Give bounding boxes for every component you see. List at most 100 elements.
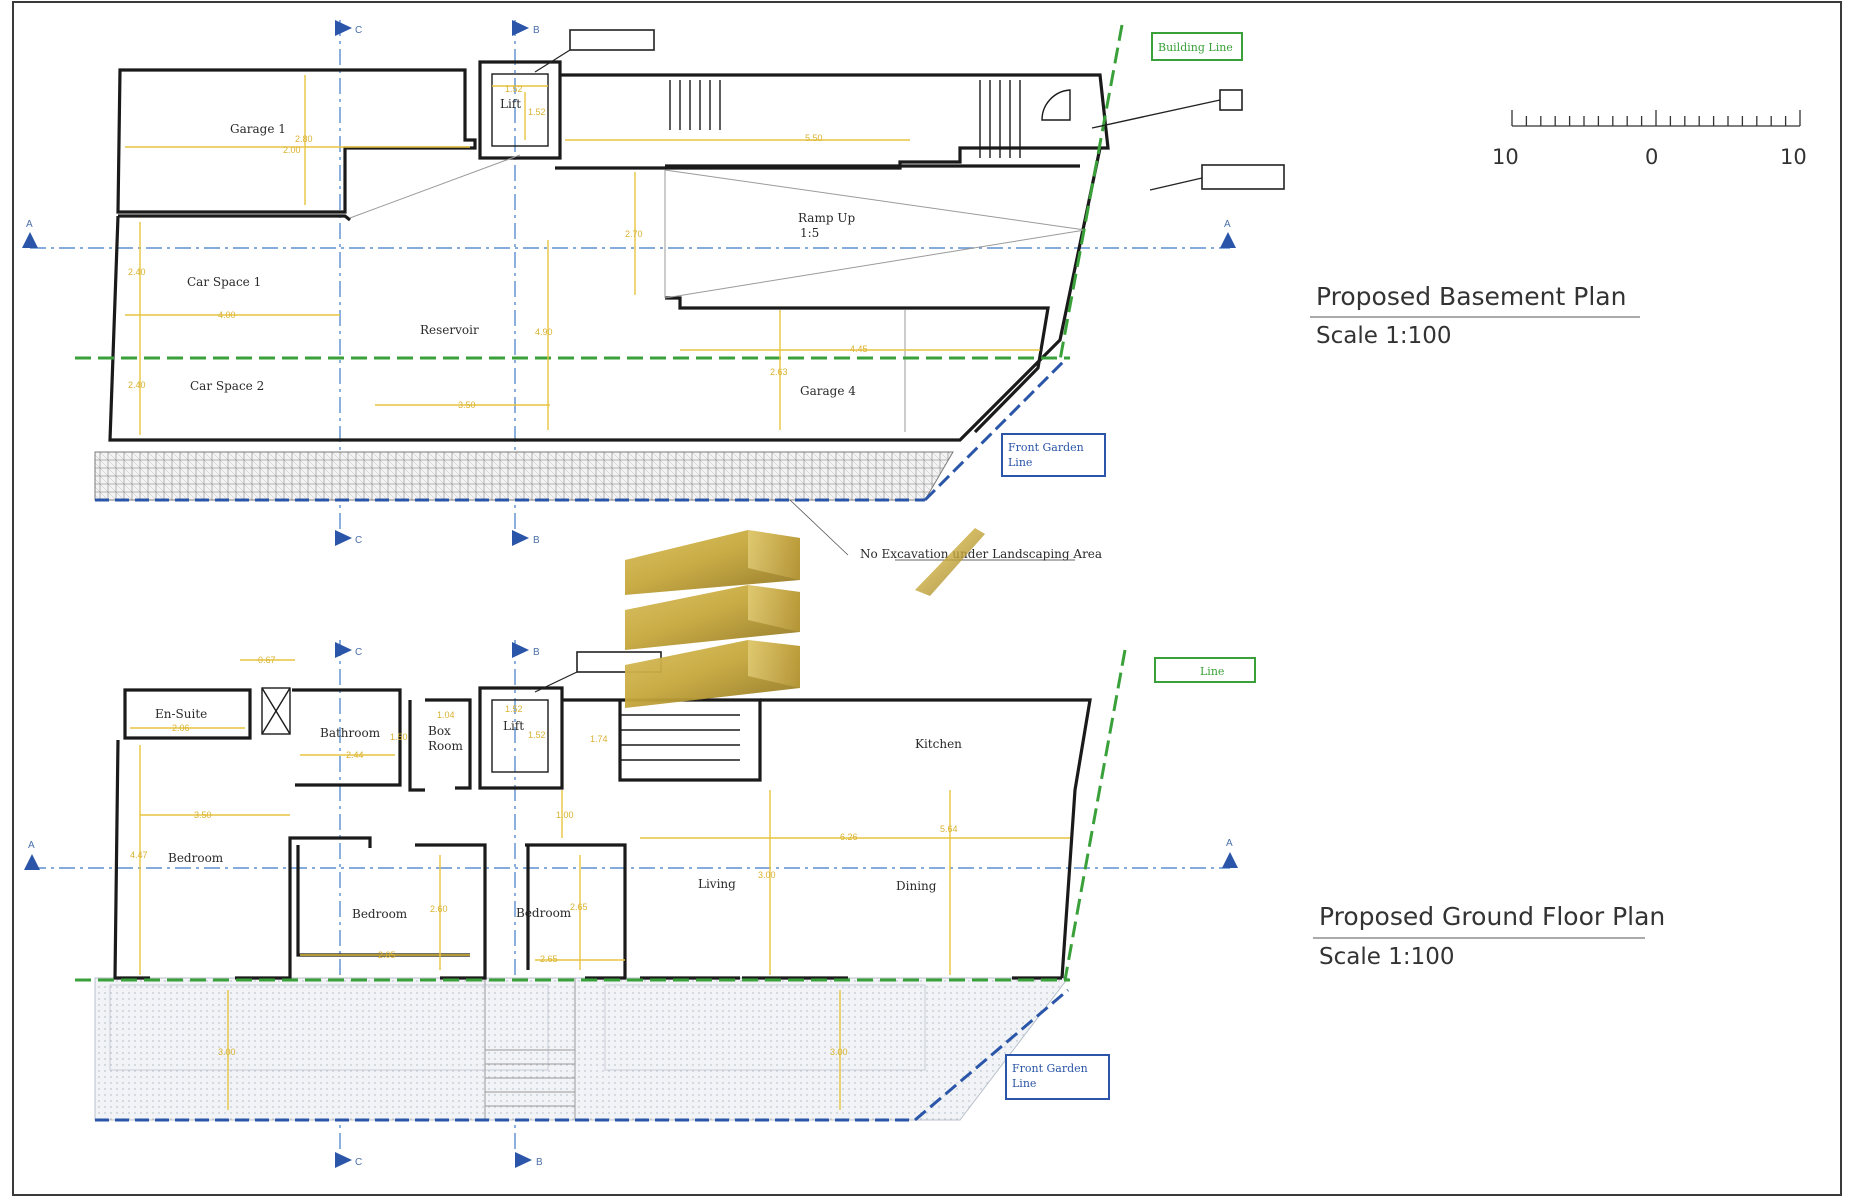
ground-dimensions (130, 659, 1070, 1110)
ground-stairs (619, 700, 740, 780)
building-line-vertical (1058, 24, 1124, 361)
excavation-note: No Excavation under Landscaping Area (860, 547, 1102, 561)
shaft (261, 687, 291, 735)
marker-arrow-b (515, 1152, 532, 1168)
dim-bedroom2-depth: 2.60 (430, 904, 448, 914)
marker-b: B (536, 1157, 543, 1168)
logo-watermark (625, 528, 985, 708)
front-garden-area (94, 977, 1070, 1121)
dim-ramp: 2.70 (625, 229, 643, 239)
ground-lower-walls (113, 739, 1062, 980)
building-line-vertical (1063, 649, 1127, 981)
room-bathroom: Bathroom (320, 726, 381, 740)
marker-b: B (533, 25, 540, 36)
garage-4-walls (665, 296, 1050, 434)
ramp-ratio: 1:5 (800, 226, 819, 240)
marker-arrow-c (335, 1152, 352, 1168)
dim-en-suite: 2.06 (172, 723, 190, 733)
marker-arrow-a (24, 854, 40, 870)
scale-bar-left: 10 (1492, 145, 1519, 169)
garage-1-walls (116, 68, 477, 214)
garden-bed-right (604, 984, 926, 1071)
lift-shaft-ground (478, 686, 564, 790)
garage-door-note-box (1201, 164, 1285, 190)
room-bedroom-3: Bedroom (516, 906, 572, 920)
marker-arrow-b (512, 642, 529, 658)
dim-bedroom1-depth: 4.47 (130, 850, 148, 860)
dim-car-length: 4.00 (218, 310, 236, 320)
paving-strip (94, 451, 954, 501)
dim-lift-width: 1.52 (505, 84, 523, 94)
dim-lift-depth: 1.52 (528, 107, 546, 117)
marker-c: C (355, 25, 362, 36)
dim-garage4-width: 4.45 (850, 344, 868, 354)
dim-bedroom3-depth: 2.65 (570, 902, 588, 912)
basement-outer-wall (108, 147, 1102, 442)
front-garden-label: Front Garden (1008, 441, 1084, 454)
ground-plan-title: Proposed Ground Floor Plan (1319, 902, 1665, 931)
lift-car (491, 73, 549, 147)
shaft-cross (261, 687, 291, 735)
marker-c: C (355, 535, 362, 546)
dim-box-room: 1.04 (437, 710, 455, 720)
marker-b: B (533, 647, 540, 658)
en-suite-walls (123, 688, 252, 740)
front-garden-line-label: Line (1008, 456, 1032, 469)
door-swing (1041, 89, 1071, 121)
dim-garden-left: 3.00 (218, 1047, 236, 1057)
dim-bedroom1-width: 3.50 (194, 810, 212, 820)
dim-living-dining: 6.26 (840, 832, 858, 842)
dim-gf-shaft: 0.67 (258, 655, 276, 665)
dim-garden-right: 3.00 (830, 1047, 848, 1057)
dim-car1-width: 2.40 (128, 267, 146, 277)
room-car-space-1: Car Space 1 (187, 275, 261, 289)
scale-bar: 10 0 10 (1492, 110, 1807, 169)
marker-a: A (28, 840, 35, 851)
note-leader (1091, 99, 1221, 129)
front-garden-box (1001, 433, 1106, 477)
basement-stairs (669, 80, 1021, 158)
dim-reservoir-height: 4.90 (535, 327, 553, 337)
dim-kitchen: 5.64 (940, 824, 958, 834)
dim-bathroom-height: 1.50 (390, 732, 408, 742)
room-garage-4: Garage 4 (800, 384, 856, 398)
room-car-space-2: Car Space 2 (190, 379, 264, 393)
room-lift-basement: Lift (500, 97, 521, 111)
lift-shaft (478, 60, 562, 160)
room-box-2: Room (428, 739, 463, 753)
dim-bathroom-width: 2.44 (346, 750, 364, 760)
room-box: Box (428, 724, 451, 738)
dim-hall: 1.00 (556, 810, 574, 820)
note-leader (534, 49, 571, 73)
building-line-label: Line (1200, 665, 1224, 678)
dim-car2-width: 2.40 (128, 380, 146, 390)
dim-corridor: 5.50 (805, 133, 823, 143)
sheet-border (12, 1, 1842, 1196)
room-dining: Dining (896, 879, 937, 893)
scale-bar-center: 0 (1645, 145, 1658, 169)
dim-bedroom3-width: 2.65 (540, 954, 558, 964)
basement-dimensions (125, 75, 1040, 435)
marker-a: A (1224, 219, 1231, 230)
dim-stair: 1.74 (590, 734, 608, 744)
building-line-box (1151, 32, 1243, 61)
room-bedroom-2: Bedroom (352, 907, 408, 921)
marker-arrow-a (22, 232, 38, 248)
bathroom-walls (292, 688, 402, 787)
room-living: Living (698, 877, 736, 891)
logo-slash (915, 528, 985, 596)
dim-reservoir-width: 3.50 (458, 400, 476, 410)
note-leader (1149, 177, 1203, 191)
dim-lift-width-gf: 1.52 (505, 704, 523, 714)
front-garden-label: Front Garden (1012, 1062, 1088, 1075)
dim-living: 3.00 (758, 870, 776, 880)
room-garage-1: Garage 1 (230, 122, 286, 136)
bedroom-inner-walls (296, 845, 530, 970)
basement-lift-note-box (569, 29, 655, 51)
marker-b: B (533, 535, 540, 546)
room-ramp-up: Ramp Up (798, 211, 855, 225)
front-garden-line-diagonal (923, 358, 1067, 502)
room-reservoir: Reservoir (420, 323, 479, 337)
